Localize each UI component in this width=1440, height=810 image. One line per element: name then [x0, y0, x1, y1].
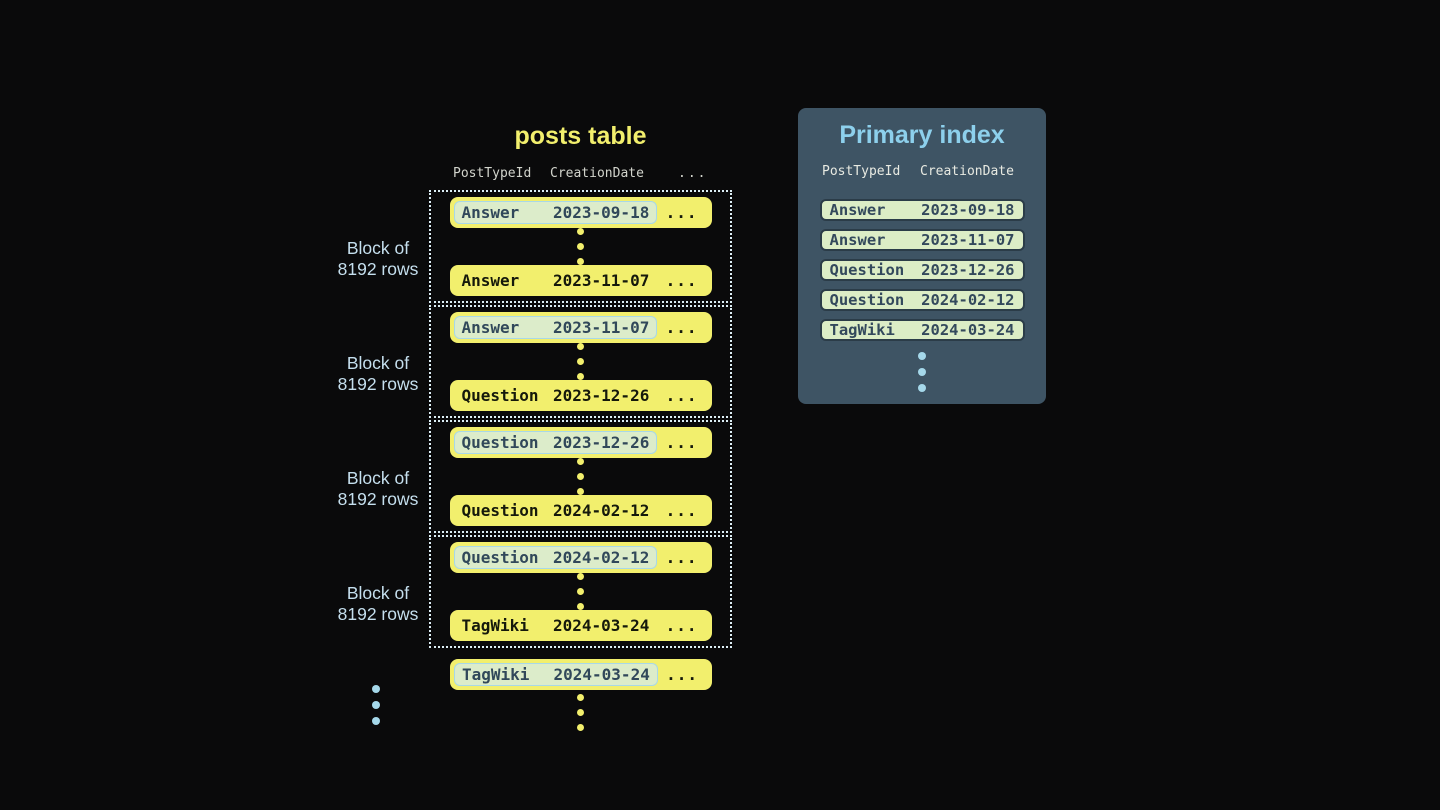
- table-row: Question 2024-02-12 ...: [449, 542, 712, 573]
- row-more: ...: [666, 665, 698, 684]
- posttypeid-value: TagWiki: [829, 321, 895, 339]
- key-pair: Answer 2023-11-07: [462, 271, 650, 290]
- primary-index-column-headers: PostTypeId CreationDate: [798, 164, 1046, 182]
- row-more: ...: [665, 203, 698, 222]
- block-size-label: Block of 8192 rows: [318, 468, 438, 510]
- posttypeid-value: Question: [829, 291, 905, 309]
- creationdate-value: 2024-03-24: [553, 616, 650, 635]
- posttypeid-value: Answer: [461, 271, 520, 290]
- posttypeid-value: Question: [461, 548, 539, 567]
- vertical-ellipsis-rows: [577, 694, 584, 731]
- posttypeid-value: Question: [829, 261, 905, 279]
- posts-table-column-headers: PostTypeId CreationDate ...: [450, 166, 730, 184]
- vertical-ellipsis-rows: [577, 458, 584, 495]
- highlighted-key-pair: TagWiki 2024-03-24: [454, 663, 658, 686]
- column-header-more: ...: [678, 166, 708, 181]
- key-pair: TagWiki 2024-03-24: [462, 616, 650, 635]
- table-row: TagWiki 2024-03-24 ...: [450, 659, 712, 690]
- creationdate-value: 2023-12-26: [553, 386, 650, 405]
- table-row: TagWiki 2024-03-24 ...: [449, 610, 712, 641]
- posttypeid-value: Question: [461, 501, 539, 520]
- creationdate-value: 2023-11-07: [921, 231, 1015, 249]
- block-1: Answer 2023-09-18 ... Answer 2023-11-07 ..…: [429, 190, 732, 303]
- block-size-label: Block of 8192 rows: [318, 583, 438, 625]
- row-more: ...: [665, 616, 698, 635]
- posttypeid-value: TagWiki: [462, 665, 530, 684]
- row-more: ...: [665, 318, 698, 337]
- creationdate-value: 2024-03-24: [921, 321, 1015, 339]
- posttypeid-value: Answer: [829, 201, 886, 219]
- table-row: Answer 2023-11-07 ...: [449, 265, 712, 296]
- index-entry: TagWiki 2024-03-24: [819, 319, 1025, 341]
- creationdate-value: 2023-11-07: [553, 318, 650, 337]
- index-entry: Question 2023-12-26: [819, 259, 1025, 281]
- vertical-ellipsis-rows: [577, 228, 584, 265]
- vertical-ellipsis-rows: [577, 343, 584, 380]
- block-4: Question 2024-02-12 ... TagWiki 2024-03-24…: [429, 535, 732, 648]
- table-row: Question 2023-12-26 ...: [449, 427, 712, 458]
- block-label-line1: Block of: [346, 583, 410, 603]
- creationdate-value: 2023-12-26: [921, 261, 1015, 279]
- table-row: Question 2024-02-12 ...: [449, 495, 712, 526]
- vertical-ellipsis-rows: [577, 573, 584, 610]
- block-2: Answer 2023-11-07 ... Question 2023-12-26 …: [429, 305, 732, 418]
- index-entry: Answer 2023-09-18: [819, 199, 1025, 221]
- highlighted-key-pair: Answer 2023-09-18: [453, 201, 658, 224]
- row-more: ...: [665, 501, 698, 520]
- vertical-ellipsis-blocks: [372, 685, 380, 725]
- row-more: ...: [665, 433, 698, 452]
- column-header-creationdate: CreationDate: [550, 166, 644, 181]
- key-pair: Question 2024-02-12: [462, 501, 650, 520]
- row-more: ...: [665, 386, 698, 405]
- posttypeid-value: Answer: [461, 203, 520, 222]
- posts-table-title: posts table: [514, 122, 647, 150]
- column-header-posttypeid: PostTypeId: [453, 166, 532, 181]
- posts-table-blocks: Answer 2023-09-18 ... Answer 2023-11-07 ..…: [429, 190, 732, 648]
- highlighted-key-pair: Question 2024-02-12: [453, 546, 658, 569]
- column-header-posttypeid: PostTypeId: [822, 164, 901, 179]
- table-row: Answer 2023-11-07 ...: [449, 312, 712, 343]
- posttypeid-value: Answer: [461, 318, 520, 337]
- creationdate-value: 2023-09-18: [553, 203, 650, 222]
- posttypeid-value: Question: [461, 433, 539, 452]
- vertical-ellipsis-index: [918, 352, 926, 392]
- posttypeid-value: Question: [461, 386, 539, 405]
- block-label-line2: 8192 rows: [337, 604, 419, 624]
- block-label-line2: 8192 rows: [337, 374, 419, 394]
- table-row: Answer 2023-09-18 ...: [449, 197, 712, 228]
- table-row: Question 2023-12-26 ...: [449, 380, 712, 411]
- key-pair: Question 2023-12-26: [462, 386, 650, 405]
- block-label-line2: 8192 rows: [337, 259, 419, 279]
- block-label-line2: 8192 rows: [337, 489, 419, 509]
- highlighted-key-pair: Question 2023-12-26: [453, 431, 658, 454]
- creationdate-value: 2023-12-26: [553, 433, 650, 452]
- primary-index-panel: Primary index PostTypeId CreationDate An…: [798, 108, 1046, 404]
- creationdate-value: 2024-03-24: [553, 665, 650, 684]
- row-more: ...: [665, 271, 698, 290]
- block-label-line1: Block of: [346, 238, 410, 258]
- row-more: ...: [665, 548, 698, 567]
- posttypeid-value: TagWiki: [461, 616, 529, 635]
- index-entry: Answer 2023-11-07: [819, 229, 1025, 251]
- block-label-line1: Block of: [346, 468, 410, 488]
- posttypeid-value: Answer: [829, 231, 886, 249]
- primary-index-title: Primary index: [839, 121, 1005, 149]
- index-entry: Question 2024-02-12: [819, 289, 1025, 311]
- block-3: Question 2023-12-26 ... Question 2024-02-1…: [429, 420, 732, 533]
- block-size-label: Block of 8192 rows: [318, 353, 438, 395]
- column-header-creationdate: CreationDate: [920, 164, 1014, 179]
- creationdate-value: 2023-11-07: [553, 271, 650, 290]
- highlighted-key-pair: Answer 2023-11-07: [453, 316, 658, 339]
- primary-index-rows: Answer 2023-09-18 Answer 2023-11-07 Ques…: [819, 199, 1025, 341]
- creationdate-value: 2023-09-18: [921, 201, 1015, 219]
- creationdate-value: 2024-02-12: [553, 548, 650, 567]
- block-size-label: Block of 8192 rows: [318, 238, 438, 280]
- creationdate-value: 2024-02-12: [921, 291, 1015, 309]
- block-label-line1: Block of: [346, 353, 410, 373]
- creationdate-value: 2024-02-12: [553, 501, 650, 520]
